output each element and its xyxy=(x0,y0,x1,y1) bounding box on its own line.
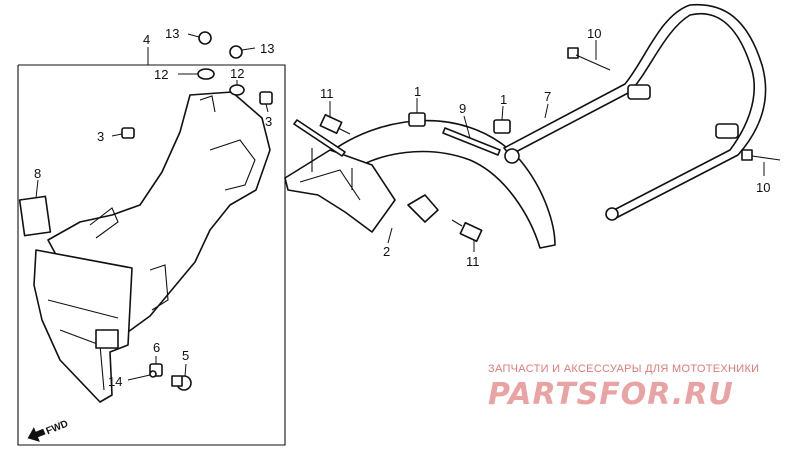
callout-1b: 1 xyxy=(500,92,507,107)
callout-5: 5 xyxy=(182,348,189,363)
fender-strip xyxy=(442,127,501,156)
callout-11a: 11 xyxy=(320,86,334,101)
callout-7: 7 xyxy=(544,89,551,104)
callout-8: 8 xyxy=(34,166,41,181)
nut-13b-icon xyxy=(229,45,256,59)
clip-3b-icon xyxy=(259,91,273,113)
callout-10b: 10 xyxy=(756,180,770,195)
reflector-label xyxy=(18,195,52,237)
grommet-12b-icon xyxy=(229,80,245,96)
flap-bracket xyxy=(95,329,119,349)
callout-3b: 3 xyxy=(265,114,272,129)
callout-13b: 13 xyxy=(260,41,274,56)
callout-1a: 1 xyxy=(414,84,421,99)
fwd-label: FWD xyxy=(45,419,70,438)
bolt-11a-icon xyxy=(293,101,351,157)
mud-flap xyxy=(33,249,133,403)
callout-4: 4 xyxy=(143,32,150,47)
screw-14-icon xyxy=(127,370,157,381)
leader-2 xyxy=(387,227,393,244)
callout-13a: 13 xyxy=(165,26,179,41)
nut-1a-icon xyxy=(408,98,426,127)
nut-13a-icon xyxy=(187,31,212,45)
leader-7 xyxy=(544,103,549,119)
leader-8 xyxy=(35,179,39,199)
callout-9: 9 xyxy=(459,101,466,116)
assembly-frame xyxy=(17,64,286,446)
fwd-arrow-icon: FWD xyxy=(27,419,70,442)
bolt-5-icon xyxy=(171,363,192,391)
nut-1b-icon xyxy=(493,105,511,134)
callout-3a: 3 xyxy=(97,129,104,144)
watermark-brand: PARTSFOR.RU xyxy=(488,377,734,412)
bolt-10a-icon xyxy=(567,40,611,71)
bolt-10b-icon xyxy=(741,149,781,176)
leader-9 xyxy=(463,115,471,139)
callout-14: 14 xyxy=(108,374,122,389)
clip-3a-icon xyxy=(111,127,135,139)
callout-11b: 11 xyxy=(466,254,480,269)
grab-rail xyxy=(503,3,767,221)
callout-2: 2 xyxy=(383,244,390,259)
watermark-subtitle: ЗАПЧАСТИ И АКСЕССУАРЫ ДЛЯ МОТОТЕХНИКИ xyxy=(488,363,759,375)
callout-10a: 10 xyxy=(587,26,601,41)
bolt-11b-icon xyxy=(451,219,483,252)
callout-12a: 12 xyxy=(154,67,168,82)
callout-12b: 12 xyxy=(230,66,244,81)
grommet-12a-icon xyxy=(178,68,215,80)
callout-6: 6 xyxy=(153,340,160,355)
